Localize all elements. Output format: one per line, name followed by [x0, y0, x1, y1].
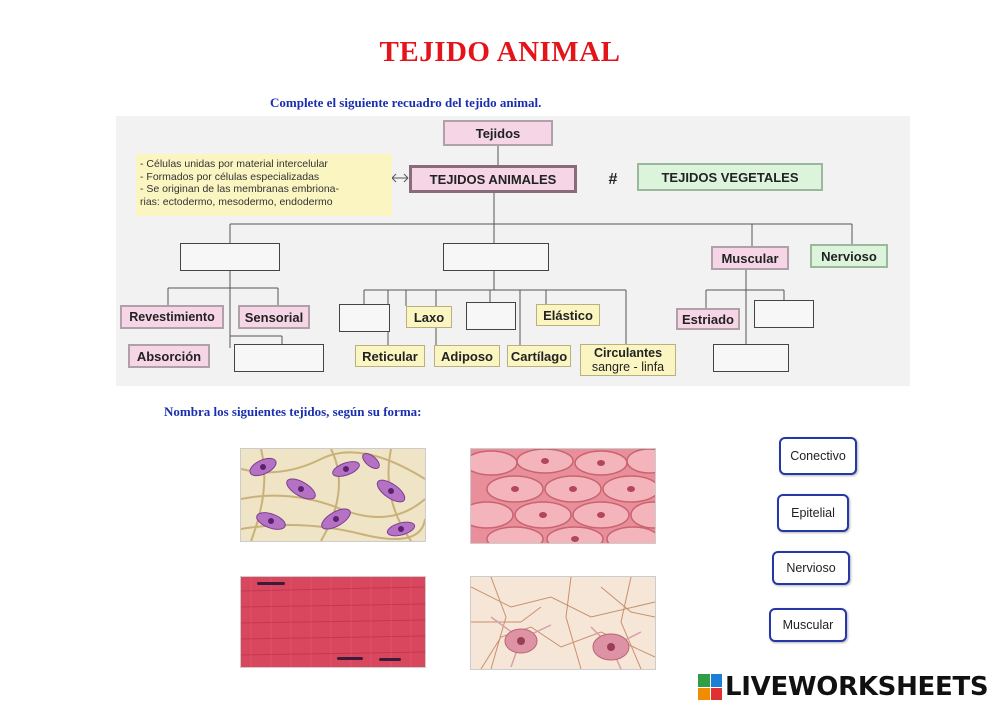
image-muscular-tissue[interactable]	[240, 576, 426, 668]
node-reticular: Reticular	[355, 345, 425, 367]
logo-mark-icon	[698, 674, 722, 700]
blank-box-cardiaco[interactable]	[713, 344, 789, 372]
node-revestimiento: Revestimiento	[120, 305, 224, 329]
answer-button-conectivo[interactable]: Conectivo	[779, 437, 857, 475]
blank-box-denso[interactable]	[339, 304, 390, 332]
node-laxo: Laxo	[406, 306, 452, 328]
node-tejidos-animales: TEJIDOS ANIMALES	[409, 165, 577, 193]
brand-text: LIVEWORKSHEETS	[725, 672, 989, 702]
blank-box-glandular[interactable]	[234, 344, 324, 372]
page-title: TEJIDO ANIMAL	[379, 36, 621, 68]
blank-box-conectivo[interactable]	[443, 243, 549, 271]
instruction-top: Complete el siguiente recuadro del tejid…	[270, 95, 542, 110]
image-conectivo-tissue[interactable]	[240, 448, 426, 542]
note-line: - Células unidas por material intercelul…	[140, 158, 328, 170]
node-sensorial: Sensorial	[238, 305, 310, 329]
image-nervioso-tissue[interactable]	[470, 576, 656, 670]
instruction-bottom: Nombra los siguientes tejidos, según su …	[164, 404, 422, 419]
blank-box-liso[interactable]	[754, 300, 814, 328]
liveworksheets-logo: LIVEWORKSHEETS	[698, 670, 989, 704]
node-elastico: Elástico	[536, 304, 600, 326]
node-tejidos-vegetales: TEJIDOS VEGETALES	[637, 163, 823, 191]
answer-button-nervioso[interactable]: Nervioso	[772, 551, 850, 585]
circulantes-sub: sangre - linfa	[591, 360, 665, 374]
image-epitelial-tissue[interactable]	[470, 448, 656, 544]
answer-button-epitelial[interactable]: Epitelial	[777, 494, 849, 532]
node-tejidos: Tejidos	[443, 120, 553, 146]
node-adiposo: Adiposo	[434, 345, 500, 367]
blank-box-epitelial[interactable]	[180, 243, 280, 271]
concept-map: Tejidos - Células unidas por material in…	[116, 116, 910, 386]
hash-symbol: #	[608, 171, 618, 188]
node-estriado: Estriado	[676, 308, 740, 330]
node-circulantes: Circulantes sangre - linfa	[580, 344, 676, 376]
blank-box-oseo[interactable]	[466, 302, 516, 330]
note-box: - Células unidas por material intercelul…	[136, 154, 392, 216]
circulantes-label: Circulantes	[593, 346, 663, 360]
node-muscular: Muscular	[711, 246, 789, 270]
note-line: - Se originan de las membranas embriona-	[140, 183, 340, 195]
answer-button-muscular[interactable]: Muscular	[769, 608, 847, 642]
node-nervioso: Nervioso	[810, 244, 888, 268]
note-line: - Formados por células especializadas	[140, 170, 320, 183]
node-absorcion: Absorción	[128, 344, 210, 368]
note-line: rias: ectodermo, mesodermo, endodermo	[140, 195, 333, 208]
node-cartilago: Cartílago	[507, 345, 571, 367]
